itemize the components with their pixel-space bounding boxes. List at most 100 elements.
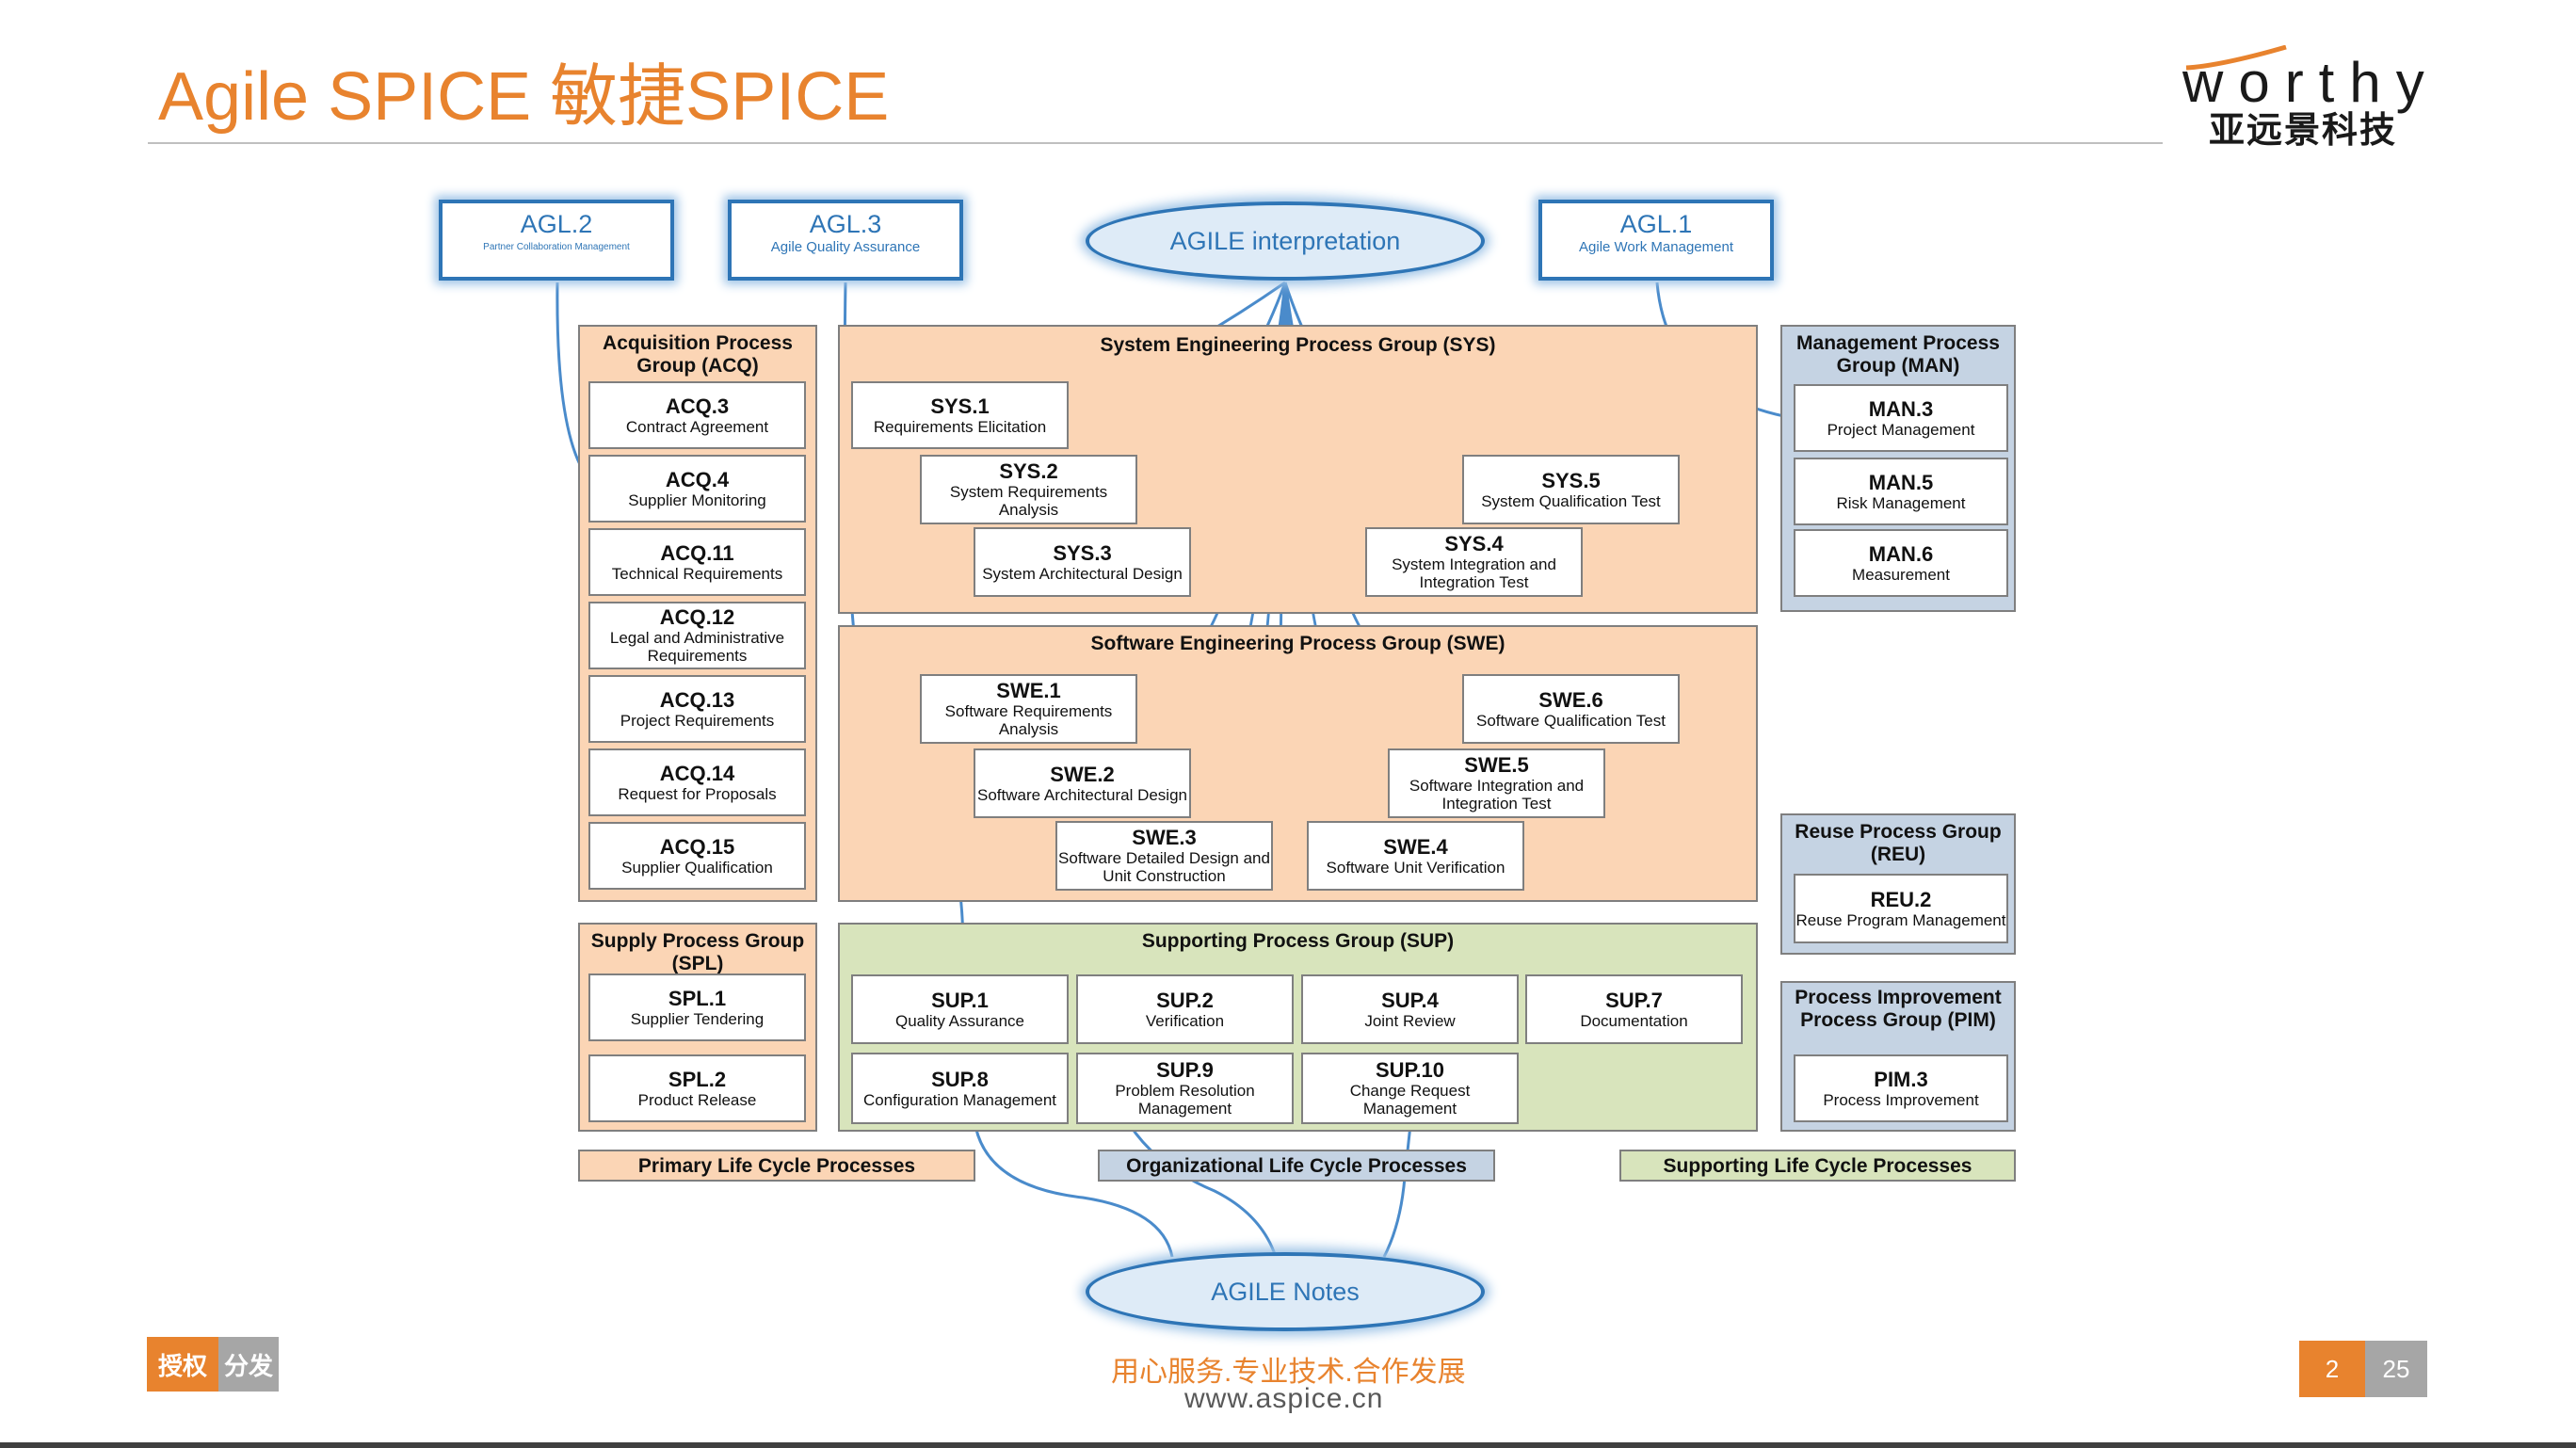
agl-3-box: AGL.3 Agile Quality Assurance [728,200,963,281]
process-id: REU.2 [1870,887,1932,911]
process-id: ACQ.14 [659,761,735,785]
process-id: SUP.4 [1381,988,1439,1012]
process-id: MAN.5 [1868,470,1934,494]
footer-url: www.aspice.cn [1184,1383,1384,1414]
logo-wordmark: worthy [2182,51,2439,114]
process-id: SYS.4 [1444,532,1504,555]
process-name: Change Request Management [1349,1082,1471,1118]
process-name: Software Unit Verification [1326,858,1505,877]
process-name: Supplier Tendering [630,1009,765,1028]
process-id: MAN.6 [1868,541,1934,566]
agile-notes-ellipse: AGILE Notes [1086,1252,1485,1331]
process-name: Product Release [637,1090,757,1109]
process-name: Risk Management [1836,493,1966,512]
process-id: SYS.3 [1053,540,1112,565]
process-name: Measurement [1852,565,1950,584]
process-name: Documentation [1580,1011,1688,1030]
process-name: Software Architectural Design [977,785,1187,804]
group-title: Process Improvement Process Group (PIM) [1795,987,2002,1031]
process-id: SPL.1 [668,986,727,1010]
process-id: SUP.1 [931,988,989,1012]
process-name: Configuration Management [862,1090,1057,1109]
process-id: ACQ.12 [659,605,735,629]
process-name: Supplier Qualification [621,858,773,877]
process-id: SUP.7 [1605,988,1663,1012]
process-id: SYS.1 [930,394,990,418]
agile-interpretation-ellipse: AGILE interpretation [1086,201,1485,281]
process-name: Project Management [1827,420,1975,439]
process-id: ACQ.3 [665,394,730,418]
process-id: ACQ.11 [660,540,734,565]
process-name: Reuse Program Management [1795,910,2006,929]
page-title: Agile SPICE 敏捷SPICE [158,59,890,135]
process-id: SWE.4 [1383,834,1448,859]
process-id: ACQ.4 [665,467,730,491]
process-id: SYS.5 [1541,468,1601,492]
process-id: SUP.10 [1376,1058,1444,1082]
process-name: Quality Assurance [894,1011,1024,1030]
agl-id: AGL.1 [1619,210,1693,238]
process-id: SWE.3 [1132,826,1197,849]
process-id: SWE.6 [1538,687,1603,712]
process-name: Request for Proposals [618,784,777,803]
process-name: System Architectural Design [982,564,1183,583]
bottom-border [0,1442,2576,1448]
legend-primary: Primary Life Cycle Processes [578,1150,975,1182]
process-name: Problem Resolution Management [1115,1082,1255,1118]
legend-supporting: Supporting Life Cycle Processes [1619,1150,2016,1182]
process-id: SUP.8 [931,1067,989,1091]
process-name: Requirements Elicitation [873,417,1047,436]
process-name: Legal and Administrative Requirements [609,629,785,665]
process-name: Joint Review [1364,1011,1456,1030]
process-id: MAN.3 [1868,396,1934,421]
auth-badge-left: 授权 [147,1337,218,1392]
group-title: Acquisition Process Group (ACQ) [603,332,793,377]
process-id: PIM.3 [1874,1067,1928,1091]
page-number-total: 25 [2365,1341,2427,1397]
process-name: Software Detailed Design and Unit Constr… [1058,849,1270,885]
process-name: System Qualification Test [1481,491,1661,510]
process-name: Software Qualification Test [1476,711,1666,730]
process-name: Contract Agreement [625,417,769,436]
process-name: Project Requirements [620,711,775,730]
process-name: System Requirements Analysis [949,483,1108,519]
page-number-current: 2 [2299,1341,2365,1397]
process-id: SUP.9 [1156,1058,1214,1082]
agl-2-box: AGL.2 Partner Collaboration Management [439,200,674,281]
process-id: SWE.5 [1464,753,1529,777]
group-title: Supply Process Group (SPL) [590,930,805,974]
process-id: SWE.1 [996,679,1061,702]
logo-chinese: 亚远景科技 [2209,111,2398,151]
agl-name: Partner Collaboration Management [483,242,630,252]
agl-name: Agile Work Management [1579,239,1733,255]
group-title: Management Process Group (MAN) [1796,332,2000,377]
agl-id: AGL.2 [520,210,593,238]
process-name: Technical Requirements [611,564,783,583]
process-id: ACQ.13 [659,687,735,712]
